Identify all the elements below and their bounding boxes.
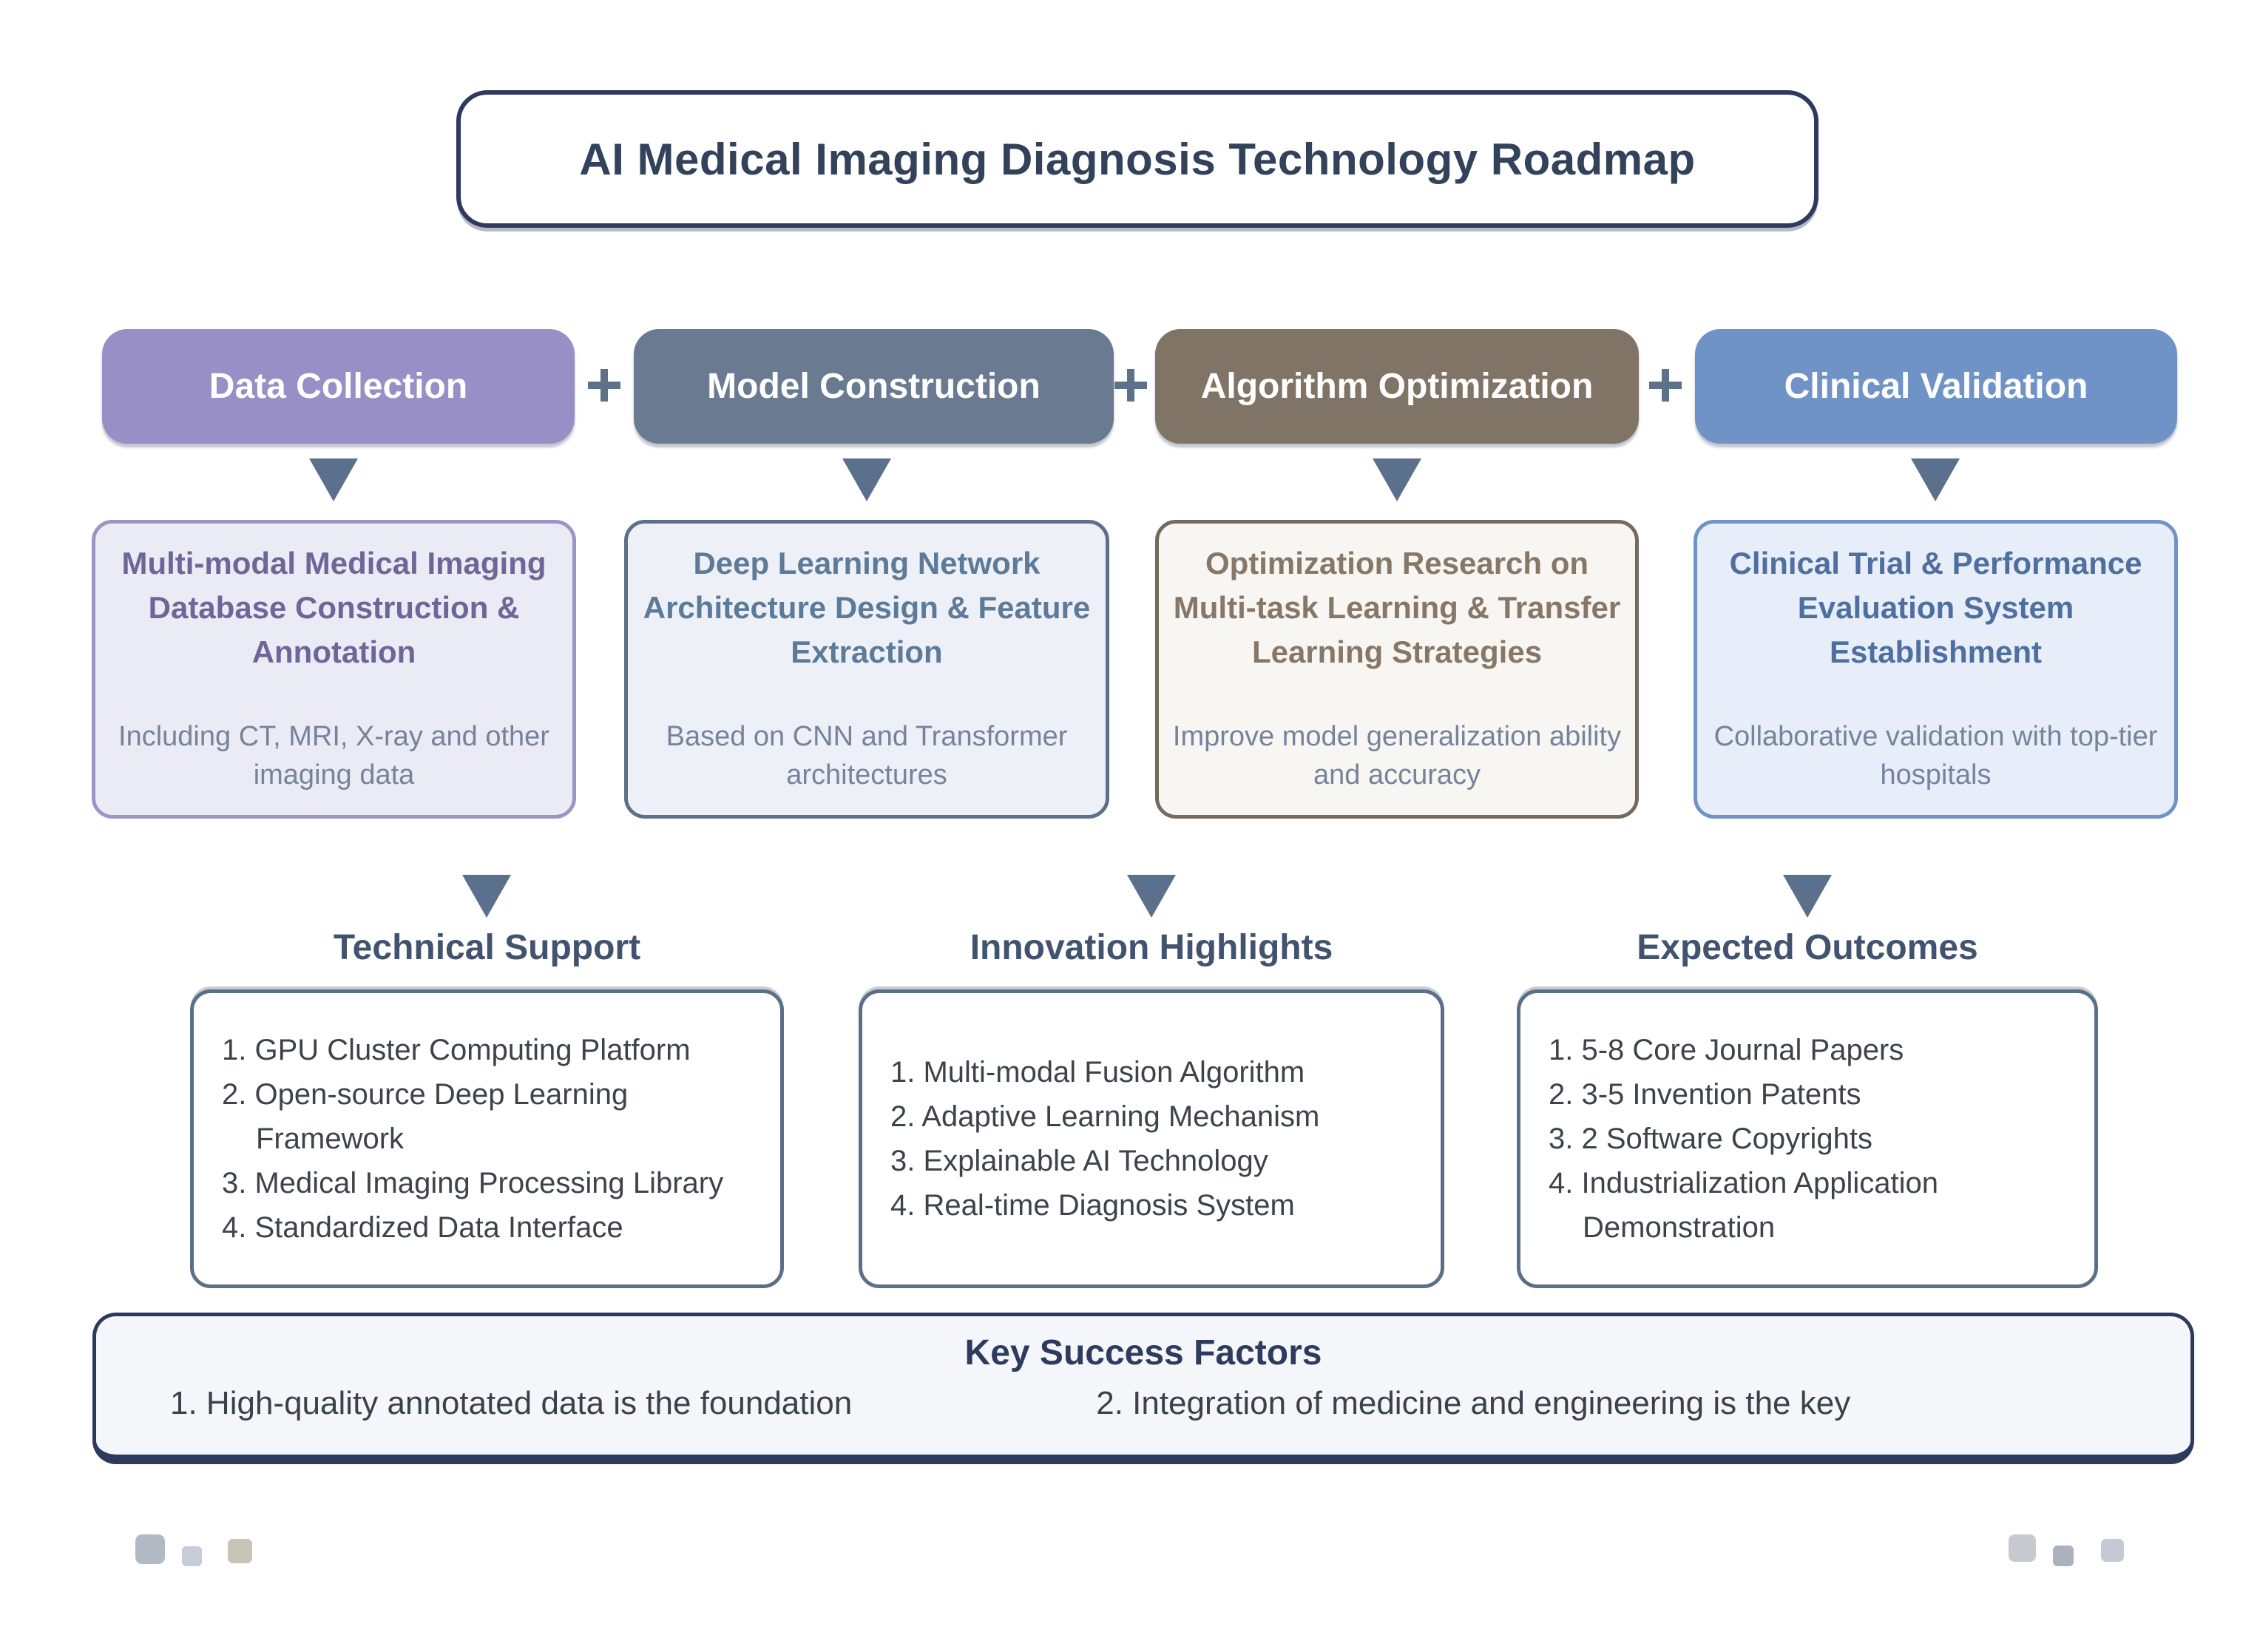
list-box-technical-support: 1. GPU Cluster Computing Platform 2. Ope…: [190, 989, 784, 1288]
decor-square: [228, 1539, 252, 1563]
list-item: 4. Standardized Data Interface: [222, 1211, 623, 1244]
list-item: 2. Open-source Deep Learning Framework: [222, 1078, 629, 1155]
down-arrow-icon: [1373, 458, 1421, 501]
down-arrow-icon: [842, 458, 891, 501]
stage-pill-data-collection: Data Collection: [102, 329, 575, 444]
key-success-factors-title: Key Success Factors: [964, 1333, 1322, 1372]
decor-square: [2053, 1546, 2074, 1566]
list-item: 3. Medical Imaging Processing Library: [222, 1167, 724, 1199]
detail-box-title: Optimization Research on Multi-task Lear…: [1173, 546, 1621, 669]
list-box-expected-outcomes: 1. 5-8 Core Journal Papers 2. 3-5 Invent…: [1517, 989, 2098, 1288]
detail-box-algorithm-optimization: Optimization Research on Multi-task Lear…: [1155, 520, 1639, 819]
key-success-factors-items: 1. High-quality annotated data is the fo…: [96, 1385, 2190, 1422]
plus-connector-icon: [1114, 369, 1147, 402]
list-item: 3. Explainable AI Technology: [890, 1145, 1268, 1177]
list-item: 1. Multi-modal Fusion Algorithm: [890, 1056, 1305, 1089]
list-item: 2. Adaptive Learning Mechanism: [890, 1100, 1320, 1133]
detail-box-title: Clinical Trial & Performance Evaluation …: [1729, 546, 2142, 669]
stage-pill-clinical-validation: Clinical Validation: [1695, 329, 2177, 444]
key-success-factor-item: 1. High-quality annotated data is the fo…: [170, 1385, 853, 1421]
down-arrow-icon: [309, 458, 358, 501]
list-item: 3. 2 Software Copyrights: [1549, 1123, 1872, 1155]
detail-box-title: Multi-modal Medical Imaging Database Con…: [121, 546, 547, 669]
decor-square: [2009, 1534, 2036, 1562]
stage-pill-model-construction: Model Construction: [634, 329, 1114, 444]
list-box-innovation-highlights: 1. Multi-modal Fusion Algorithm 2. Adapt…: [859, 989, 1444, 1288]
detail-box-subtitle: Improve model generalization ability and…: [1172, 721, 1622, 791]
detail-box-subtitle: Including CT, MRI, X-ray and other imagi…: [118, 721, 549, 791]
key-success-factor-item: 2. Integration of medicine and engineeri…: [1096, 1385, 1851, 1421]
list-item: 4. Industrialization Application Demonst…: [1549, 1167, 1938, 1244]
section-header-technical-support: Technical Support: [333, 928, 641, 967]
plus-connector-icon: [1649, 369, 1682, 402]
down-arrow-icon: [1911, 458, 1960, 501]
down-arrow-icon: [1783, 875, 1832, 918]
decor-square: [2101, 1539, 2124, 1562]
list-item: 1. GPU Cluster Computing Platform: [222, 1034, 691, 1066]
list-item: 2. 3-5 Invention Patents: [1549, 1078, 1861, 1111]
detail-box-title: Deep Learning Network Architecture Desig…: [643, 546, 1091, 669]
decor-square: [135, 1534, 165, 1564]
detail-box-clinical-validation: Clinical Trial & Performance Evaluation …: [1694, 520, 2178, 819]
detail-box-subtitle: Collaborative validation with top-tier h…: [1713, 721, 2158, 791]
detail-box-subtitle: Based on CNN and Transformer architectur…: [666, 721, 1068, 791]
decor-square: [182, 1546, 202, 1566]
list-item: 1. 5-8 Core Journal Papers: [1549, 1034, 1904, 1066]
plus-connector-icon: [588, 369, 620, 402]
stage-pill-algorithm-optimization: Algorithm Optimization: [1155, 329, 1639, 444]
page-title: AI Medical Imaging Diagnosis Technology …: [579, 134, 1696, 184]
down-arrow-icon: [462, 875, 511, 918]
down-arrow-icon: [1127, 875, 1176, 918]
key-success-factors-box: Key Success Factors 1. High-quality anno…: [92, 1313, 2194, 1464]
list-item: 4. Real-time Diagnosis System: [890, 1189, 1295, 1222]
detail-box-data-collection: Multi-modal Medical Imaging Database Con…: [92, 520, 576, 819]
section-header-expected-outcomes: Expected Outcomes: [1637, 928, 1978, 967]
section-header-innovation-highlights: Innovation Highlights: [970, 928, 1333, 967]
detail-box-model-construction: Deep Learning Network Architecture Desig…: [624, 520, 1109, 819]
roadmap-title-box: AI Medical Imaging Diagnosis Technology …: [456, 90, 1819, 228]
